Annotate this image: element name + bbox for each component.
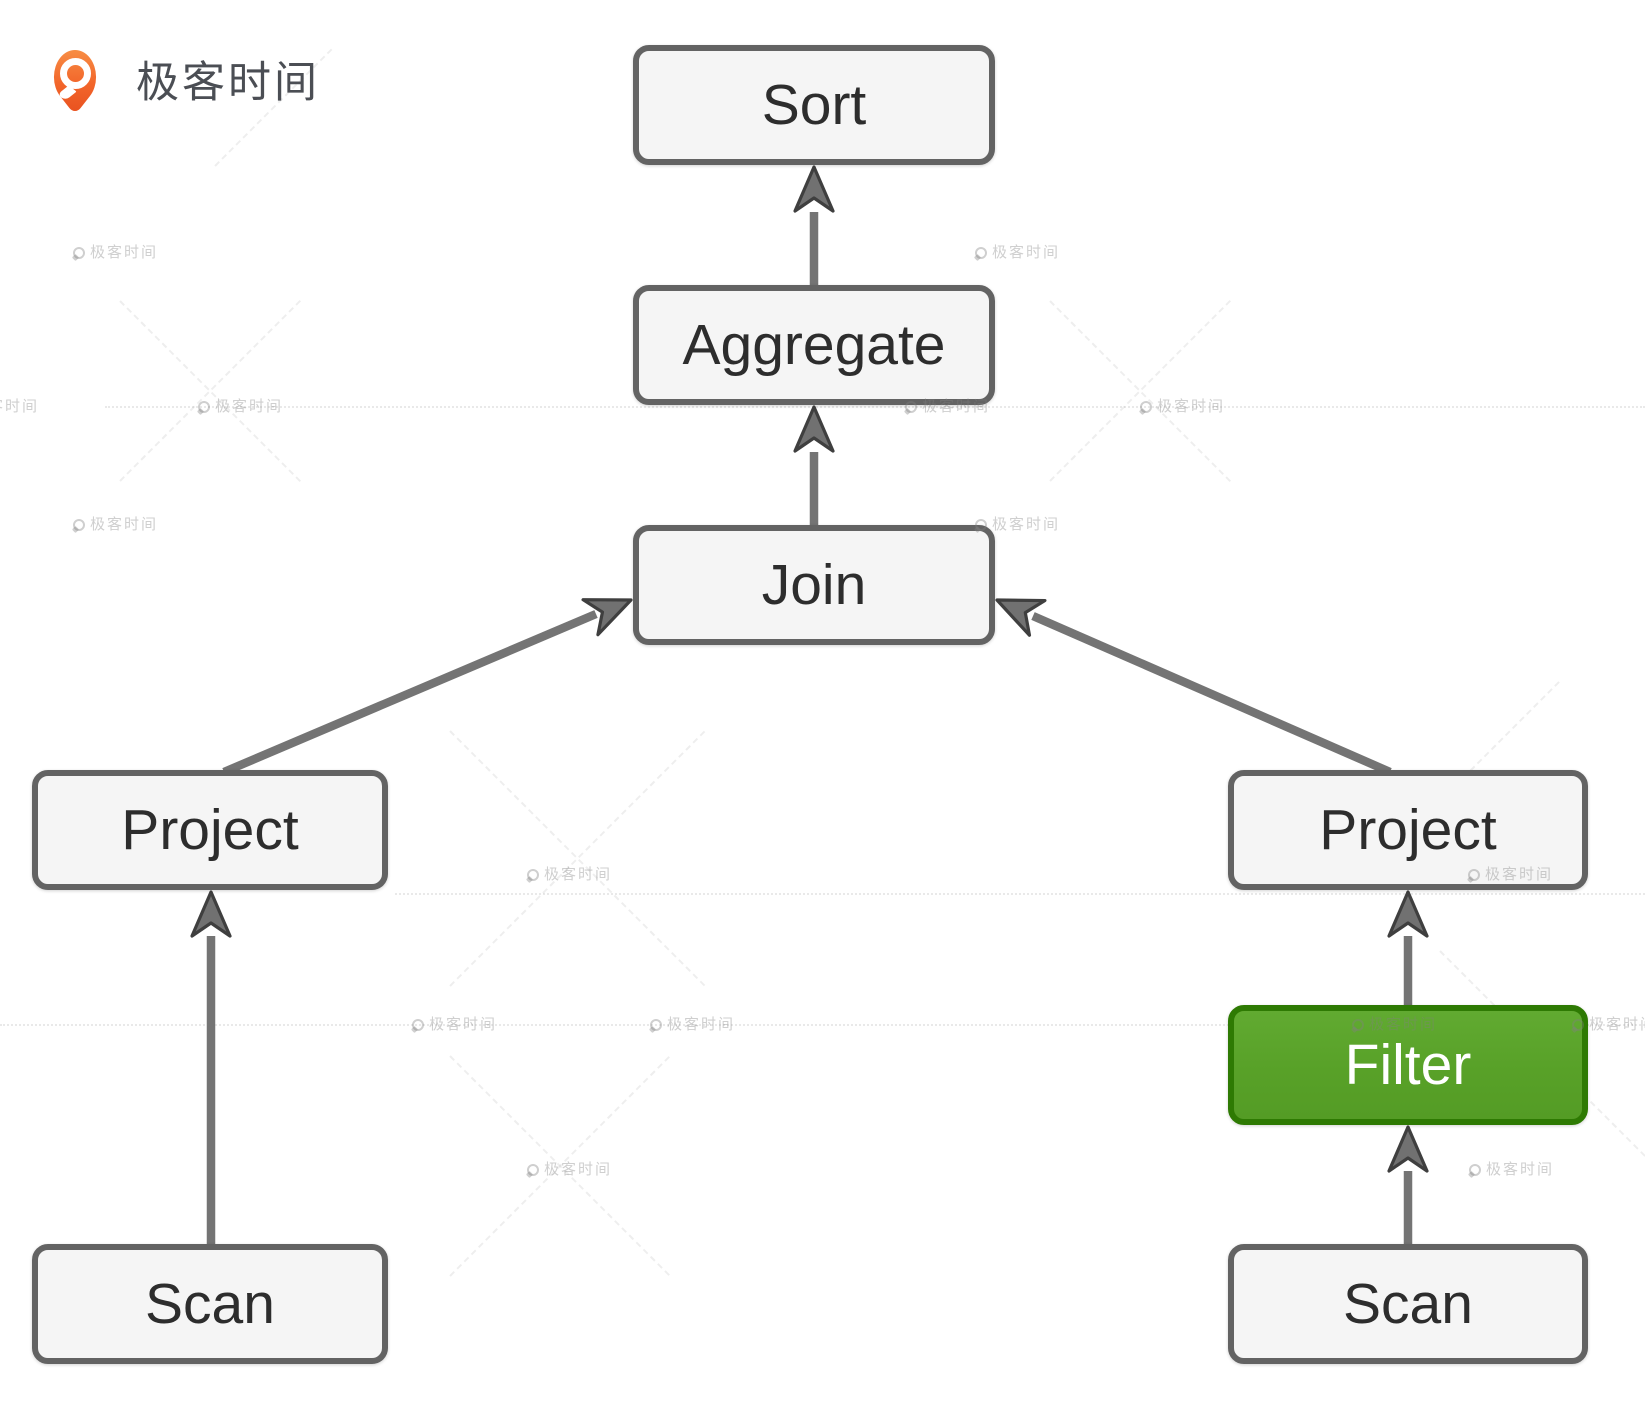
edge-aggregate-to-sort — [793, 165, 835, 288]
brand-text: 极客时间 — [136, 59, 320, 107]
node-join-label: Join — [761, 553, 867, 617]
node-scan-right: Scan — [1228, 1244, 1588, 1364]
node-join: Join — [633, 525, 995, 645]
edge-project-right-to-join — [995, 598, 1392, 776]
edge-scan-left-to-project-left — [190, 890, 232, 1246]
edge-join-to-aggregate — [793, 405, 835, 528]
node-project-left: Project — [32, 770, 388, 890]
geektime-pin-icon — [36, 38, 114, 118]
node-project-right-label: Project — [1319, 798, 1497, 862]
node-project-right: Project — [1228, 770, 1588, 890]
node-sort-label: Sort — [761, 73, 867, 137]
node-aggregate-label: Aggregate — [682, 313, 946, 377]
node-scan-left-label: Scan — [145, 1272, 275, 1336]
edge-filter-to-project-right — [1387, 890, 1429, 1008]
geektime-logo: 极客时间 — [36, 38, 320, 118]
node-scan-right-label: Scan — [1343, 1272, 1473, 1336]
node-scan-left: Scan — [32, 1244, 388, 1364]
node-sort: Sort — [633, 45, 995, 165]
node-filter-label: Filter — [1344, 1033, 1472, 1097]
node-filter: Filter — [1228, 1005, 1588, 1125]
edge-scan-right-to-filter — [1387, 1125, 1429, 1246]
node-project-left-label: Project — [121, 798, 299, 862]
node-aggregate: Aggregate — [633, 285, 995, 405]
edge-project-left-to-join — [222, 598, 633, 776]
